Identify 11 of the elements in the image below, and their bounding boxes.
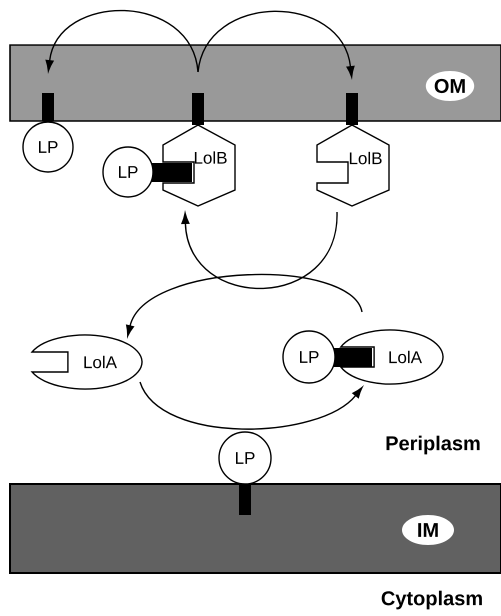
om-label: OM — [426, 71, 474, 101]
im-label: IM — [402, 515, 454, 545]
compartment-label: Periplasm — [386, 436, 480, 454]
lolb-hexagon: LolB — [162, 124, 236, 207]
lolb-hexagon: LolB — [316, 124, 390, 207]
arrow — [181, 212, 338, 290]
arrow — [46, 10, 199, 72]
arrow — [126, 274, 363, 336]
arrow — [139, 382, 363, 430]
arrow — [197, 10, 355, 78]
compartment-label: Cytoplasm — [382, 590, 482, 610]
